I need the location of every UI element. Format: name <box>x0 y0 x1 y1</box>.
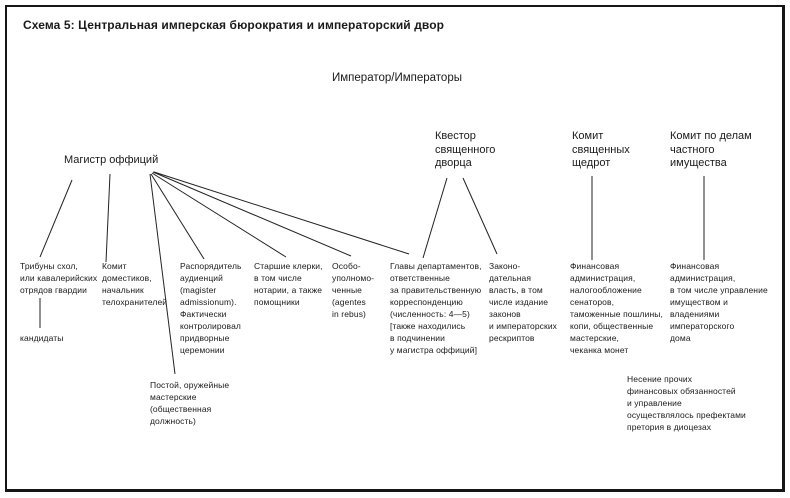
connector-lines <box>39 171 705 375</box>
node-department-heads: Главы департаментов, ответственные за пр… <box>390 261 482 355</box>
node-comes-sacrarum-largitionum: Комит священных щедрот <box>572 130 630 169</box>
node-finance-largitionum: Финансовая администрация, налогообложени… <box>570 261 663 355</box>
node-magister-officiorum: Магистр оффиций <box>64 154 159 166</box>
diagram-frame: Схема 5: Центральная имперская бюрократи… <box>5 5 785 492</box>
node-quaestor: Квестор священного дворца <box>435 130 496 169</box>
node-magister-admissionum: Распорядитель аудиенций (magister admiss… <box>180 261 242 355</box>
connector-magister_officiorum-department_heads <box>153 171 410 255</box>
node-emperor: Император/Императоры <box>332 72 462 84</box>
connector-magister_officiorum-senior_clerks <box>151 172 287 258</box>
connector-quaestor-legislative_power <box>462 177 498 255</box>
diagram-title: Схема 5: Центральная имперская бюрократи… <box>23 18 445 32</box>
node-finance-privata: Финансовая администрация, в том числе уп… <box>670 261 768 343</box>
connector-magister_officiorum-tribunes <box>39 179 73 258</box>
node-billeting-workshops: Постой, оружейные мастерские (общественн… <box>150 380 230 426</box>
node-candidates: кандидаты <box>20 333 64 343</box>
node-tribunes: Трибуны схол, или кавалерийских отрядов … <box>20 261 98 295</box>
node-agentes-in-rebus: Особо- уполномо- ченные (agentes in rebu… <box>332 261 375 319</box>
node-comes-rerum-privatarum: Комит по делам частного имущества <box>670 130 752 169</box>
connector-magister_officiorum-agentes_in_rebus <box>152 171 352 257</box>
connector-magister_officiorum-billeting_workshops <box>149 173 176 375</box>
connector-magister_officiorum-comes_domesticorum <box>105 173 111 263</box>
connector-quaestor-department_heads <box>422 177 448 259</box>
node-praetorian-note: Несение прочих финансовых обязанностей и… <box>627 374 746 432</box>
node-legislative-power: Законо- дательная власть, в том числе из… <box>489 261 558 343</box>
connector-magister_officiorum-magister_admissionum <box>150 173 205 260</box>
node-comes-domesticorum: Комит доместиков, начальник телохранител… <box>102 261 168 307</box>
node-senior-clerks: Старшие клерки, в том числе нотарии, а т… <box>254 261 323 307</box>
